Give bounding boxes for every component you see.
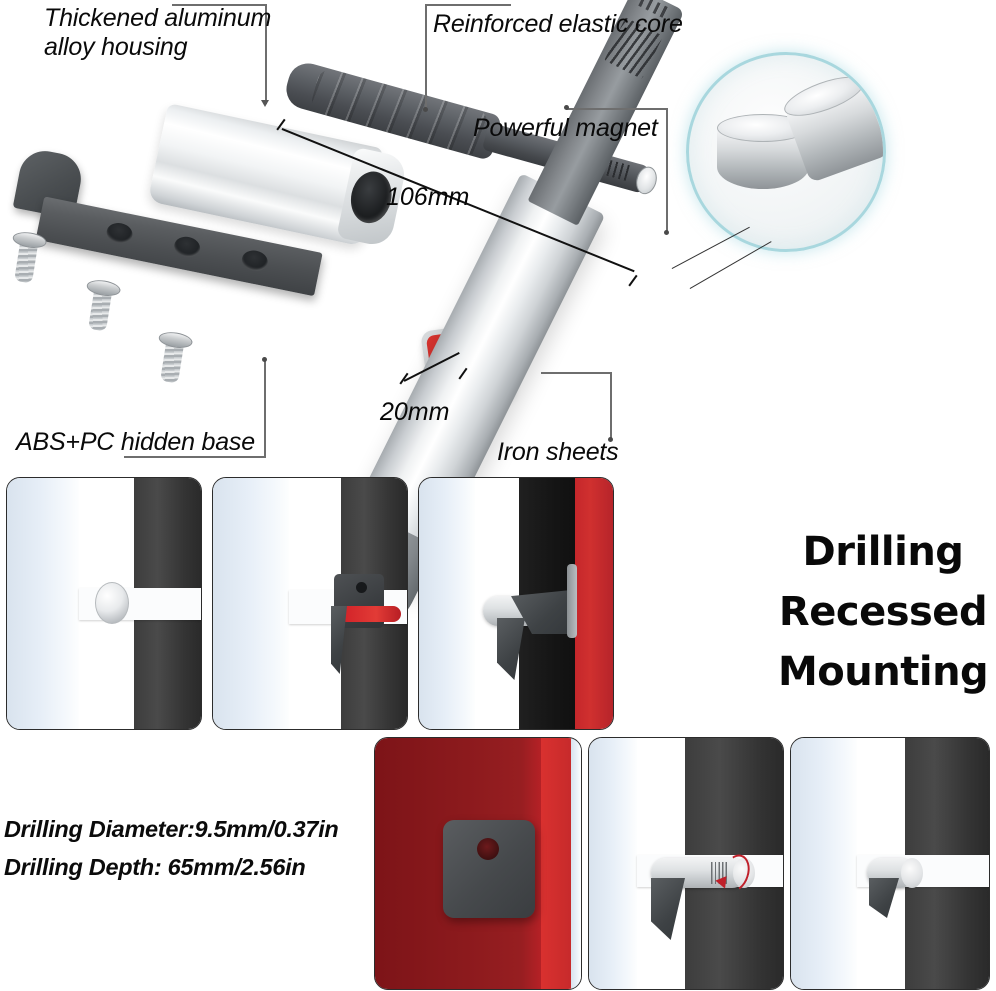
magnet-magnifier-art — [686, 52, 886, 252]
spec-drilling-diameter: Drilling Diameter:9.5mm/0.37in — [4, 816, 339, 842]
leader-dot-hidden-base — [262, 357, 267, 362]
leader-line-magnifier-a — [671, 226, 751, 270]
leader-line-aluminum-housing — [265, 4, 267, 104]
callout-elastic-core: Reinforced elastic core — [433, 10, 683, 38]
leader-dot-powerful-magnet-end — [664, 230, 669, 235]
leader-dot-iron-sheets — [608, 437, 613, 442]
callout-hidden-base: ABS+PC hidden base — [16, 428, 255, 456]
leader-dot-elastic-core — [423, 107, 428, 112]
callout-powerful-magnet: Powerful magnet — [473, 114, 658, 142]
leader-line-hidden-base — [264, 360, 266, 457]
dimension-label-20mm: 20mm — [380, 398, 450, 426]
drilling-specs: Drilling Diameter:9.5mm/0.37in Drilling … — [4, 810, 339, 886]
headline-line-1: Drilling — [802, 529, 964, 575]
dimension-label-106mm: 106mm — [386, 183, 470, 211]
headline-line-2: Recessed — [778, 589, 988, 635]
dimension-tick-end — [628, 274, 638, 287]
step-panel-1 — [6, 477, 202, 730]
headline-line-3: Mounting — [778, 649, 989, 695]
red-clip-icon — [339, 606, 401, 622]
spec-drilling-depth: Drilling Depth: 65mm/2.56in — [4, 854, 306, 881]
step-panel-3 — [418, 477, 614, 730]
leader-dot-powerful-magnet — [564, 105, 569, 110]
leader-line-powerful-magnet — [666, 108, 668, 233]
step-panel-5 — [588, 737, 784, 990]
leader-line-iron-sheets-top — [541, 372, 611, 374]
step-panel-2 — [212, 477, 408, 730]
knob-icon — [95, 582, 129, 624]
callout-aluminum-housing: Thickened aluminum alloy housing — [44, 4, 272, 61]
leader-line-elastic-core-top — [425, 4, 511, 6]
leader-line-hidden-base-bottom — [124, 456, 266, 458]
step-panel-4 — [374, 737, 582, 990]
leader-line-aluminum-housing-top — [172, 4, 267, 6]
callout-iron-sheets: Iron sheets — [497, 438, 619, 466]
hidden-base-mounted-icon — [443, 820, 535, 918]
leader-line-magnifier-b — [689, 241, 772, 290]
leader-line-elastic-core — [425, 4, 427, 110]
leader-line-powerful-magnet-top — [566, 108, 667, 110]
headline-drilling-recessed-mounting: Drilling Recessed Mounting — [778, 522, 989, 702]
leader-line-iron-sheets — [610, 372, 612, 440]
step-panel-6 — [790, 737, 990, 990]
leader-arrow-aluminum-housing — [261, 100, 269, 107]
